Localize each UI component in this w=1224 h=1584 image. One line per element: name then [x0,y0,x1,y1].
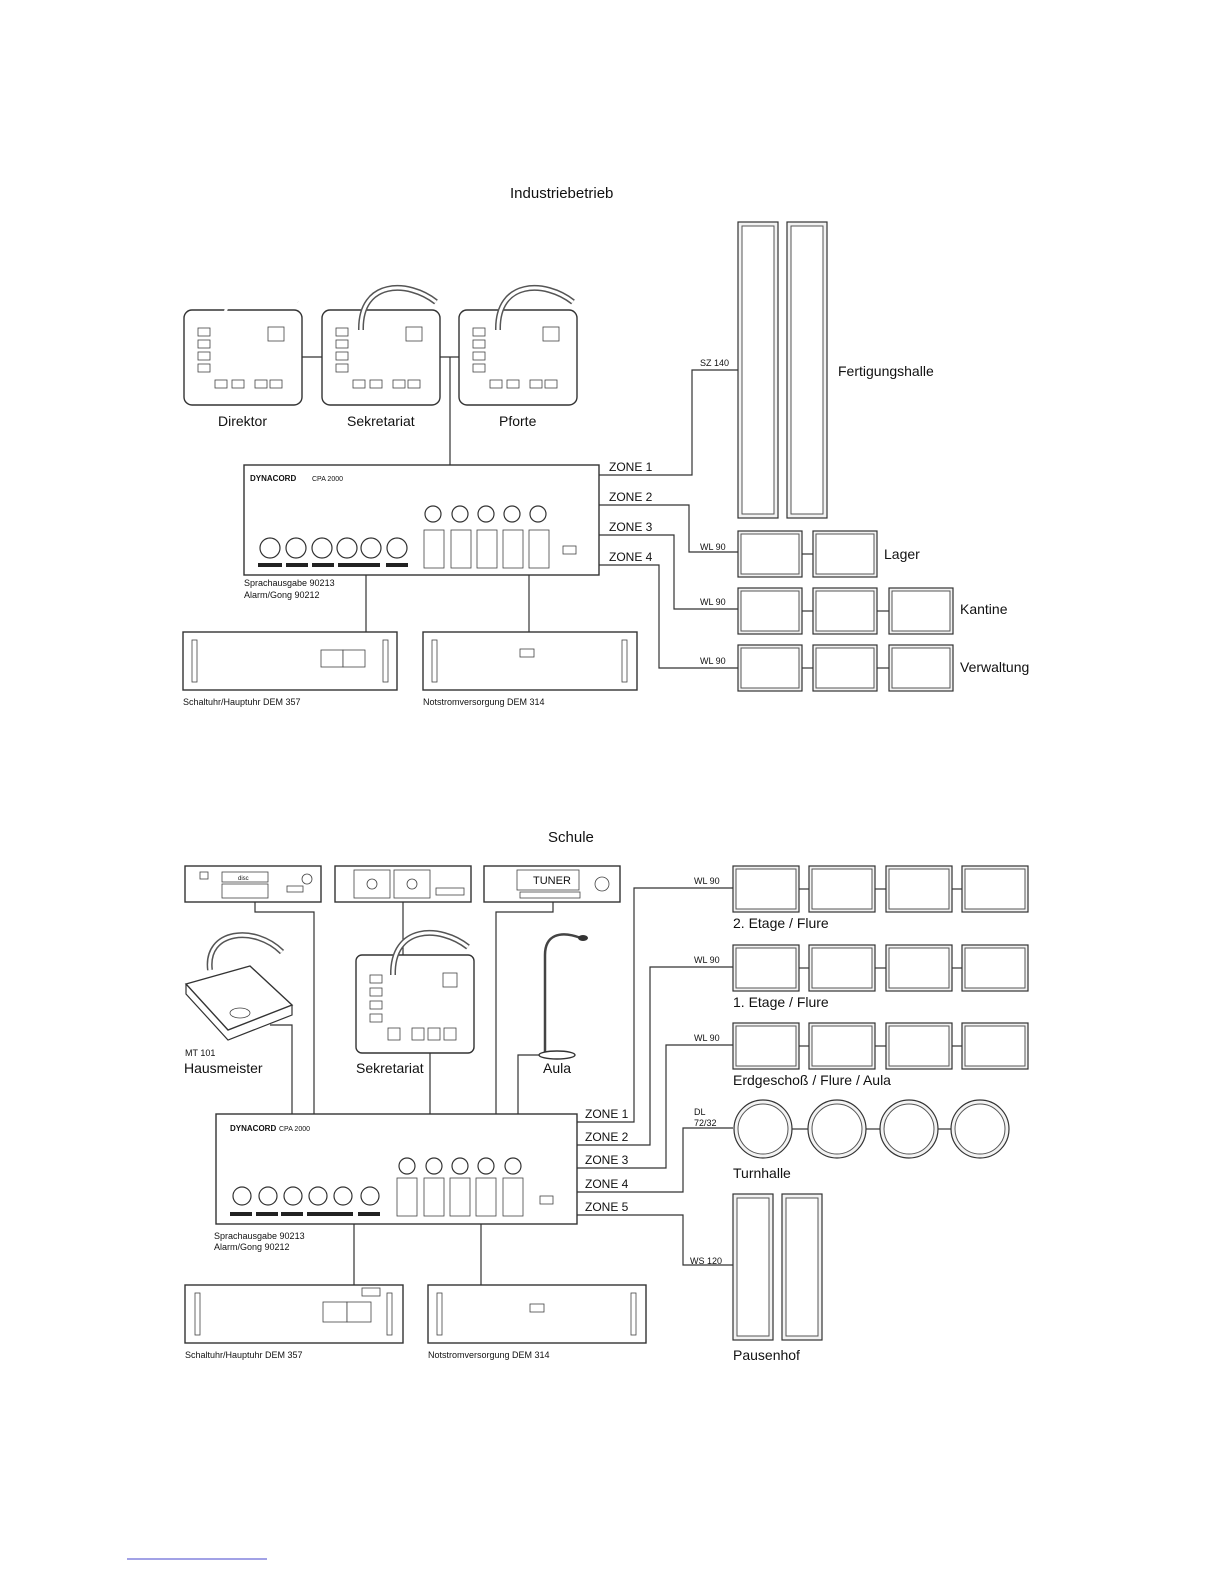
bottom-tape-deck [334,865,472,903]
bottom-mic-aula [538,933,588,1060]
top-zone-2: ZONE 2 [609,490,653,504]
top-area-fertigungshalle: Fertigungshalle [838,363,934,379]
top-station-sekretariat [321,284,441,406]
top-power-supply-device [422,631,638,691]
bottom-zone-1: ZONE 1 [585,1107,629,1121]
bottom-speakers-erdgeschoss [732,1022,1029,1070]
top-zone-4: ZONE 4 [609,550,653,564]
bottom-column-speakers [732,1193,823,1341]
top-amp-module-2: Alarm/Gong 90212 [244,590,320,600]
bottom-location-aula: Aula [543,1060,571,1076]
bottom-location-sekretariat: Sekretariat [356,1060,424,1076]
top-station-pforte [458,284,578,406]
top-station-label-direktor: Direktor [218,413,267,429]
bottom-area-2-etage: 2. Etage / Flure [733,915,829,931]
bottom-speaker-type-wl90-1: WL 90 [694,955,720,965]
bottom-device-label-timer: Schaltuhr/Hauptuhr DEM 357 [185,1350,303,1360]
bottom-tuner-label: TUNER [533,875,571,887]
bottom-amp-module-2: Alarm/Gong 90212 [214,1242,290,1252]
top-column-speakers [737,221,828,519]
bottom-speaker-type-dl: DL [694,1107,706,1117]
top-device-label-power: Notstromversorgung DEM 314 [423,697,545,707]
bottom-amp-brand: DYNACORD [230,1124,276,1133]
bottom-device-label-power: Notstromversorgung DEM 314 [428,1350,550,1360]
top-speaker-type-wl90-verwaltung: WL 90 [700,656,726,666]
bottom-power-supply-device [427,1284,647,1344]
top-zone-1: ZONE 1 [609,460,653,474]
bottom-timer-device [184,1284,404,1344]
bottom-area-turnhalle: Turnhalle [733,1165,791,1181]
bottom-mic-model: MT 101 [185,1048,215,1058]
bottom-amp-model: CPA 2000 [279,1126,310,1133]
top-amp-model: CPA 2000 [312,476,343,483]
top-amp-brand: DYNACORD [250,474,296,483]
top-area-lager: Lager [884,546,920,562]
bottom-amp-module-1: Sprachausgabe 90213 [214,1231,305,1241]
bottom-speakers-turnhalle [733,1099,1010,1159]
top-area-kantine: Kantine [960,601,1008,617]
top-station-label-sekretariat: Sekretariat [347,413,415,429]
bottom-title: Schule [548,829,594,846]
top-zone-3: ZONE 3 [609,520,653,534]
top-timer-device [182,631,398,691]
bottom-amplifier: DYNACORD CPA 2000 [215,1113,578,1225]
bottom-area-1-etage: 1. Etage / Flure [733,994,829,1010]
top-station-label-pforte: Pforte [499,413,537,429]
top-device-label-timer: Schaltuhr/Hauptuhr DEM 357 [183,697,301,707]
bottom-zone-2: ZONE 2 [585,1130,629,1144]
bottom-zone-4: ZONE 4 [585,1177,629,1191]
bottom-tuner [483,865,621,903]
bottom-station-sekretariat [355,929,475,1054]
top-amplifier: DYNACORD CPA 2000 [243,464,600,576]
bottom-zone-3: ZONE 3 [585,1153,629,1167]
bottom-cd-player [184,865,322,903]
top-speakers-verwaltung [737,644,954,692]
top-speakers-kantine [737,587,954,635]
bottom-speakers-1-etage [732,944,1029,992]
bottom-speaker-type-wl90-2: WL 90 [694,876,720,886]
bottom-zone-5: ZONE 5 [585,1200,629,1214]
bottom-speaker-type-ws120: WS 120 [690,1256,722,1266]
bottom-mic-hausmeister [184,932,294,1041]
top-title: Industriebetrieb [510,185,613,202]
top-speaker-type-wl90-lager: WL 90 [700,542,726,552]
top-speakers-lager [737,530,878,578]
top-amp-module-1: Sprachausgabe 90213 [244,578,335,588]
top-speaker-type-wl90-kantine: WL 90 [700,597,726,607]
top-area-verwaltung: Verwaltung [960,659,1029,675]
top-speaker-type-sz140: SZ 140 [700,358,729,368]
bottom-speakers-2-etage [732,865,1029,913]
bottom-area-pausenhof: Pausenhof [733,1347,800,1363]
bottom-speaker-type-dl-size: 72/32 [694,1118,717,1128]
bottom-speaker-type-wl90-eg: WL 90 [694,1033,720,1043]
bottom-area-erdgeschoss: Erdgeschoß / Flure / Aula [733,1072,891,1088]
bottom-cd-label: disc [238,876,249,882]
top-station-direktor [183,286,303,406]
bottom-location-hausmeister: Hausmeister [184,1060,263,1076]
